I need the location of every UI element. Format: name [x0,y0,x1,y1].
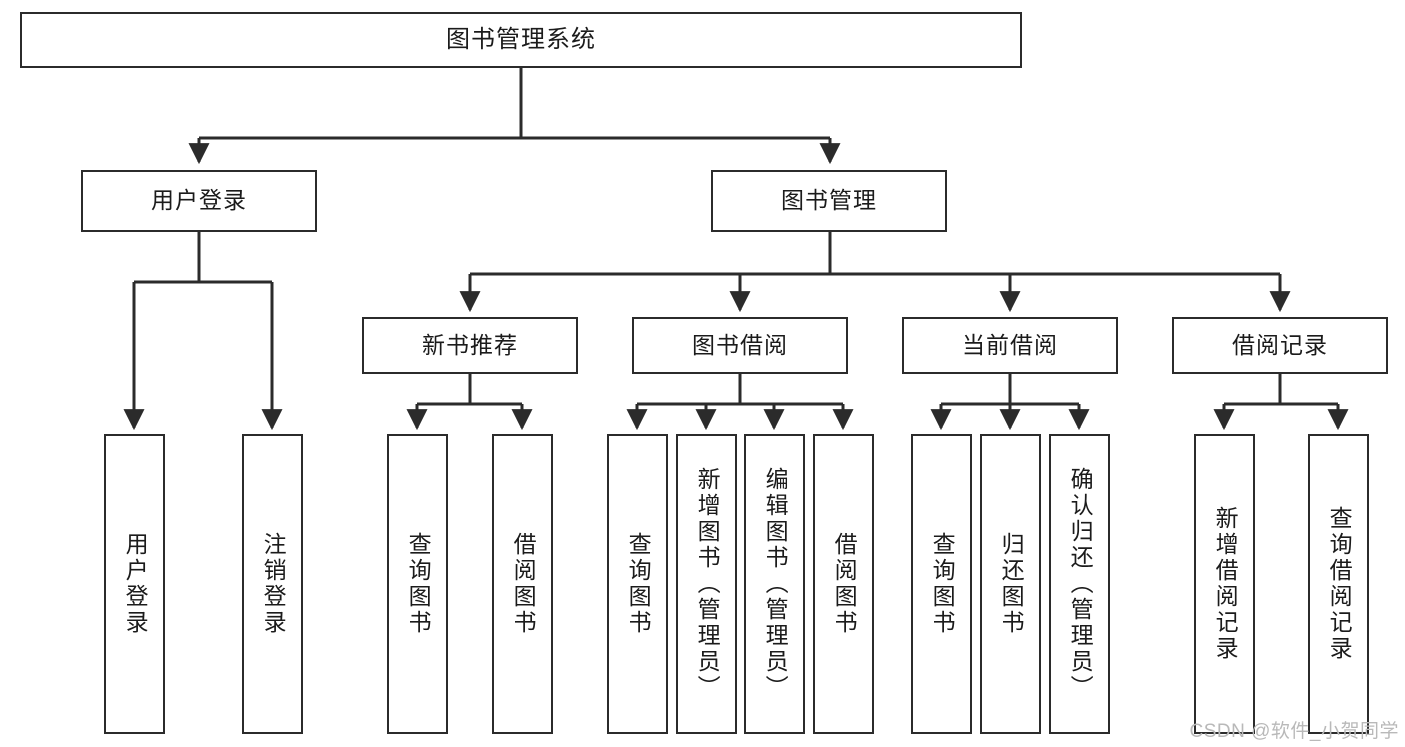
node-label: 图书借阅 [692,331,788,358]
node-new-book-recommend[interactable]: 新书推荐 [362,317,578,374]
node-label: 借阅图书 [831,532,858,636]
leaf-user-login-logout[interactable]: 注销登录 [242,434,303,734]
node-borrow-record[interactable]: 借阅记录 [1172,317,1388,374]
leaf-new-book-query-book[interactable]: 查询图书 [387,434,448,734]
node-label: 查询借阅记录 [1326,506,1353,662]
leaf-book-borrow-edit-book[interactable]: 编辑图书（管理员） [744,434,805,734]
node-label: 编辑图书（管理员） [762,467,789,701]
node-label: 新增借阅记录 [1212,506,1239,662]
node-label: 查询图书 [929,532,956,636]
node-label: 查询图书 [405,532,432,636]
leaf-borrow-record-add-record[interactable]: 新增借阅记录 [1194,434,1255,734]
node-label: 图书管理 [781,187,877,214]
node-root-system[interactable]: 图书管理系统 [20,12,1022,68]
node-current-borrow[interactable]: 当前借阅 [902,317,1118,374]
node-label: 查询图书 [625,532,652,636]
leaf-current-borrow-confirm-return[interactable]: 确认归还（管理员） [1049,434,1110,734]
node-book-management[interactable]: 图书管理 [711,170,947,232]
node-label: 用户登录 [122,532,149,636]
node-label: 用户登录 [151,187,247,214]
leaf-new-book-borrow-book[interactable]: 借阅图书 [492,434,553,734]
leaf-book-borrow-query-book[interactable]: 查询图书 [607,434,668,734]
leaf-book-borrow-add-book[interactable]: 新增图书（管理员） [676,434,737,734]
node-label: 注销登录 [260,532,287,636]
leaf-current-borrow-query-book[interactable]: 查询图书 [911,434,972,734]
node-label: 新书推荐 [422,331,518,358]
leaf-book-borrow-borrow-book[interactable]: 借阅图书 [813,434,874,734]
node-label: 借阅记录 [1232,331,1328,358]
leaf-borrow-record-query-record[interactable]: 查询借阅记录 [1308,434,1369,734]
leaf-current-borrow-return-book[interactable]: 归还图书 [980,434,1041,734]
leaf-user-login-login[interactable]: 用户登录 [104,434,165,734]
node-label: 归还图书 [998,532,1025,636]
node-label: 新增图书（管理员） [694,467,721,701]
node-label: 当前借阅 [962,331,1058,358]
node-user-login[interactable]: 用户登录 [81,170,317,232]
node-label: 确认归还（管理员） [1067,467,1094,701]
watermark-text: CSDN @软件_小贺同学 [1189,721,1399,742]
node-label: 借阅图书 [510,532,537,636]
node-book-borrow[interactable]: 图书借阅 [632,317,848,374]
node-label: 图书管理系统 [446,25,596,53]
